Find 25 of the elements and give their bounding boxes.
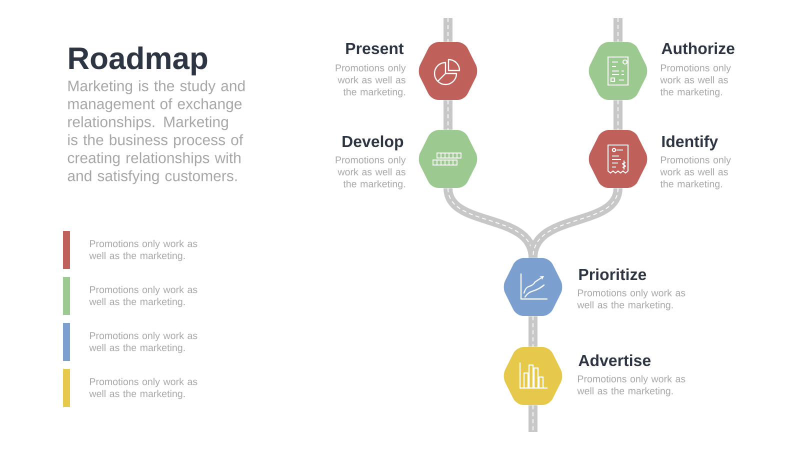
legend-text: Promotions only work as well as the marketing. — [89, 378, 198, 400]
title: Roadmap — [69, 46, 208, 76]
step-title: Present — [346, 43, 404, 54]
step-description: Promotions only work as well as the marketing. — [660, 156, 731, 190]
road — [528, 404, 538, 432]
step-title: Authorize — [662, 42, 734, 54]
road — [528, 187, 622, 259]
paragraph: Marketing is the study and management of exchange relationships. Marketing is the business process of creating relationships with and satisfying customers. — [68, 80, 245, 184]
step-title: Advertise — [578, 354, 651, 366]
legend-text: Promotions only work as well as the marketing. — [89, 286, 198, 308]
road — [444, 100, 452, 130]
legend-text: Promotions only work as well as the marketing. — [89, 332, 198, 354]
step-description: Promotions only work as well as the marketing. — [336, 156, 406, 190]
step-description: Promotions only work as well as the marketing. — [577, 289, 686, 310]
legend-text: Promotions only work as well as the marketing. — [89, 240, 198, 262]
road — [444, 18, 452, 42]
road — [614, 18, 622, 42]
step-title: Develop — [342, 135, 404, 150]
step-title: Identify — [662, 135, 718, 150]
road — [614, 100, 622, 130]
step-description: Promotions only work as well as the marketing. — [660, 64, 731, 98]
step-title: Prioritize — [579, 268, 646, 280]
step-description: Promotions only work as well as the marketing. — [577, 375, 686, 396]
road — [528, 316, 538, 348]
step-description: Promotions only work as well as the marketing. — [336, 64, 406, 98]
